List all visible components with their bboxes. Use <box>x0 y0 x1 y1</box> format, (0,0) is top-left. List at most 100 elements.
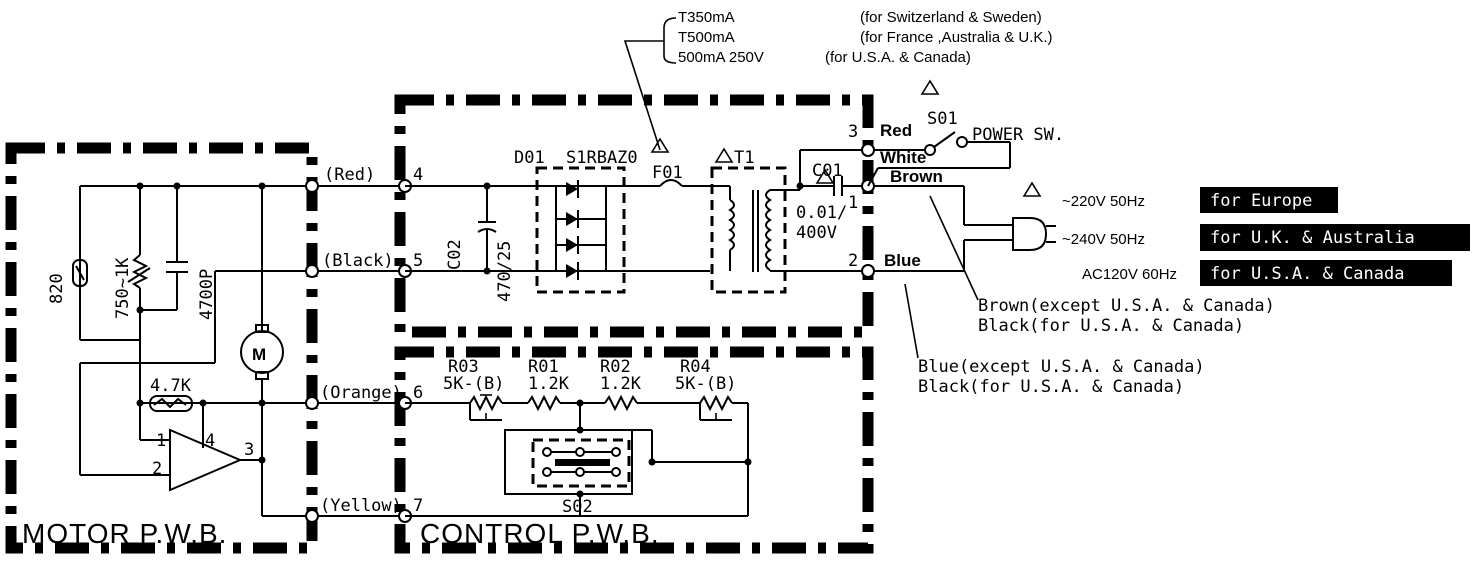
r01-value: 1.2K <box>528 374 570 394</box>
f01-label: F01 <box>652 163 683 183</box>
interconnect-wires <box>80 185 405 517</box>
t1-pin-3: 3 <box>848 122 858 142</box>
d01-label: D01 <box>514 148 545 168</box>
supply-voltage-3: AC120V 60Hz <box>1082 266 1177 283</box>
wire-label-orange: (Orange) <box>320 383 402 403</box>
lead-white: White <box>880 148 926 167</box>
t1-pin-2: 2 <box>848 251 858 271</box>
pin-7-label: 7 <box>413 496 423 516</box>
control-pwb-label: CONTROL P.W.B. <box>420 518 660 549</box>
motor-board-circuit <box>72 186 284 516</box>
r01-label: R01 <box>528 357 559 377</box>
junction-dot <box>576 426 584 434</box>
r03-value: 5K-(B) <box>443 374 504 394</box>
junction-dot <box>744 458 752 466</box>
pin-4-label: 4 <box>413 165 423 185</box>
supply-region-3: for U.S.A. & Canada <box>1210 264 1404 284</box>
c02-value: 470/25 <box>495 241 515 302</box>
r750-label: 750~1K <box>113 257 133 319</box>
d01-part-label: S1RBAZ0 <box>566 148 638 168</box>
junction-dot <box>576 490 584 498</box>
junction-dot <box>258 399 266 407</box>
supply-region-2: for U.K. & Australia <box>1210 228 1415 248</box>
connector-node-orange <box>305 396 319 410</box>
wire-label-red: (Red) <box>324 165 375 185</box>
mains-wiring <box>861 79 1056 359</box>
r02-label: R02 <box>600 357 631 377</box>
cord-note-blue-1: Blue(except U.S.A. & Canada) <box>918 357 1205 377</box>
lead-blue: Blue <box>884 251 921 270</box>
power-pwb-frame <box>394 94 874 338</box>
junction-dot <box>136 306 144 314</box>
junction-dot <box>136 399 144 407</box>
motor-symbol-label: M <box>252 345 266 364</box>
junction-dot <box>258 182 266 190</box>
junction-dot <box>576 399 584 407</box>
fuse-region-1: (for Switzerland & Sweden) <box>860 9 1042 26</box>
lead-brown: Brown <box>890 167 943 186</box>
t1-label: T1 <box>734 148 754 168</box>
supply-region-1: for Europe <box>1210 191 1312 211</box>
opamp-pin-3: 3 <box>244 440 254 460</box>
s02-contact <box>611 467 621 477</box>
wire-label-yellow: (Yellow) <box>320 496 402 516</box>
fuse-rating-1: T350mA <box>678 9 735 26</box>
r04-value: 5K-(B) <box>675 374 736 394</box>
pin-6-label: 6 <box>413 383 423 403</box>
wire-label-black: (Black) <box>322 251 394 271</box>
r820-label: 820 <box>47 273 67 304</box>
fuse-rating-3: 500mA 250V <box>678 49 764 66</box>
s02-contact <box>575 447 585 457</box>
s02-label: S02 <box>562 497 593 517</box>
c02-label: C02 <box>445 239 465 270</box>
junction-dot <box>173 182 181 190</box>
junction-dot <box>258 456 266 464</box>
s02-contact <box>542 447 552 457</box>
junction-dot <box>199 399 207 407</box>
fuse-region-3: (for U.S.A. & Canada) <box>825 49 971 66</box>
c01-value: 0.01/ <box>796 203 847 223</box>
opamp-pin-4: 4 <box>205 431 215 451</box>
power-sw-label: POWER SW. <box>972 125 1064 145</box>
c01-voltage: 400V <box>796 223 837 243</box>
junction-dot <box>483 182 491 190</box>
connector-node-yellow <box>305 509 319 523</box>
connector-node-red <box>305 179 319 193</box>
c01-label: C01 <box>812 161 843 181</box>
c4700-label: 4700P <box>197 269 217 320</box>
pin-5-label: 5 <box>413 251 423 271</box>
r02-value: 1.2K <box>600 374 642 394</box>
supply-region-3-bg <box>1200 260 1452 286</box>
s02-contact <box>611 447 621 457</box>
supply-voltage-1: ~220V 50Hz <box>1062 193 1145 210</box>
supply-region-1-bg <box>1200 187 1338 213</box>
s02-contact <box>575 467 585 477</box>
supply-voltage-2: ~240V 50Hz <box>1062 231 1145 248</box>
junction-dot <box>796 182 804 190</box>
fuse-rating-2: T500mA <box>678 29 735 46</box>
control-board-circuit <box>405 394 749 517</box>
motor-pwb-frame <box>5 142 318 554</box>
fuse-region-2: (for France ,Australia & U.K.) <box>860 29 1053 46</box>
opamp-pin-2: 2 <box>152 459 162 479</box>
fuse-notes: T350mA (for Switzerland & Sweden) T500mA… <box>623 9 1053 151</box>
cord-note-brown-2: Black(for U.S.A. & Canada) <box>978 316 1244 336</box>
junction-dot <box>648 458 656 466</box>
lead-red: Red <box>880 121 912 140</box>
power-board-circuit <box>405 137 868 294</box>
connector-node-black <box>305 264 319 278</box>
cord-note-blue-2: Black(for U.S.A. & Canada) <box>918 377 1184 397</box>
cord-note-brown-1: Brown(except U.S.A. & Canada) <box>978 296 1275 316</box>
motor-pwb-label: MOTOR P.W.B. <box>22 518 227 549</box>
s02-contact <box>542 467 552 477</box>
s01-label: S01 <box>927 109 958 129</box>
opamp-pin-1: 1 <box>156 431 166 451</box>
t1-pin-1: 1 <box>848 193 858 213</box>
junction-dot <box>136 182 144 190</box>
r03-label: R03 <box>448 357 479 377</box>
r04-label: R04 <box>680 357 711 377</box>
supply-region-2-bg <box>1200 224 1470 251</box>
junction-dot <box>483 267 491 275</box>
r47k-label: 4.7K <box>150 376 192 396</box>
